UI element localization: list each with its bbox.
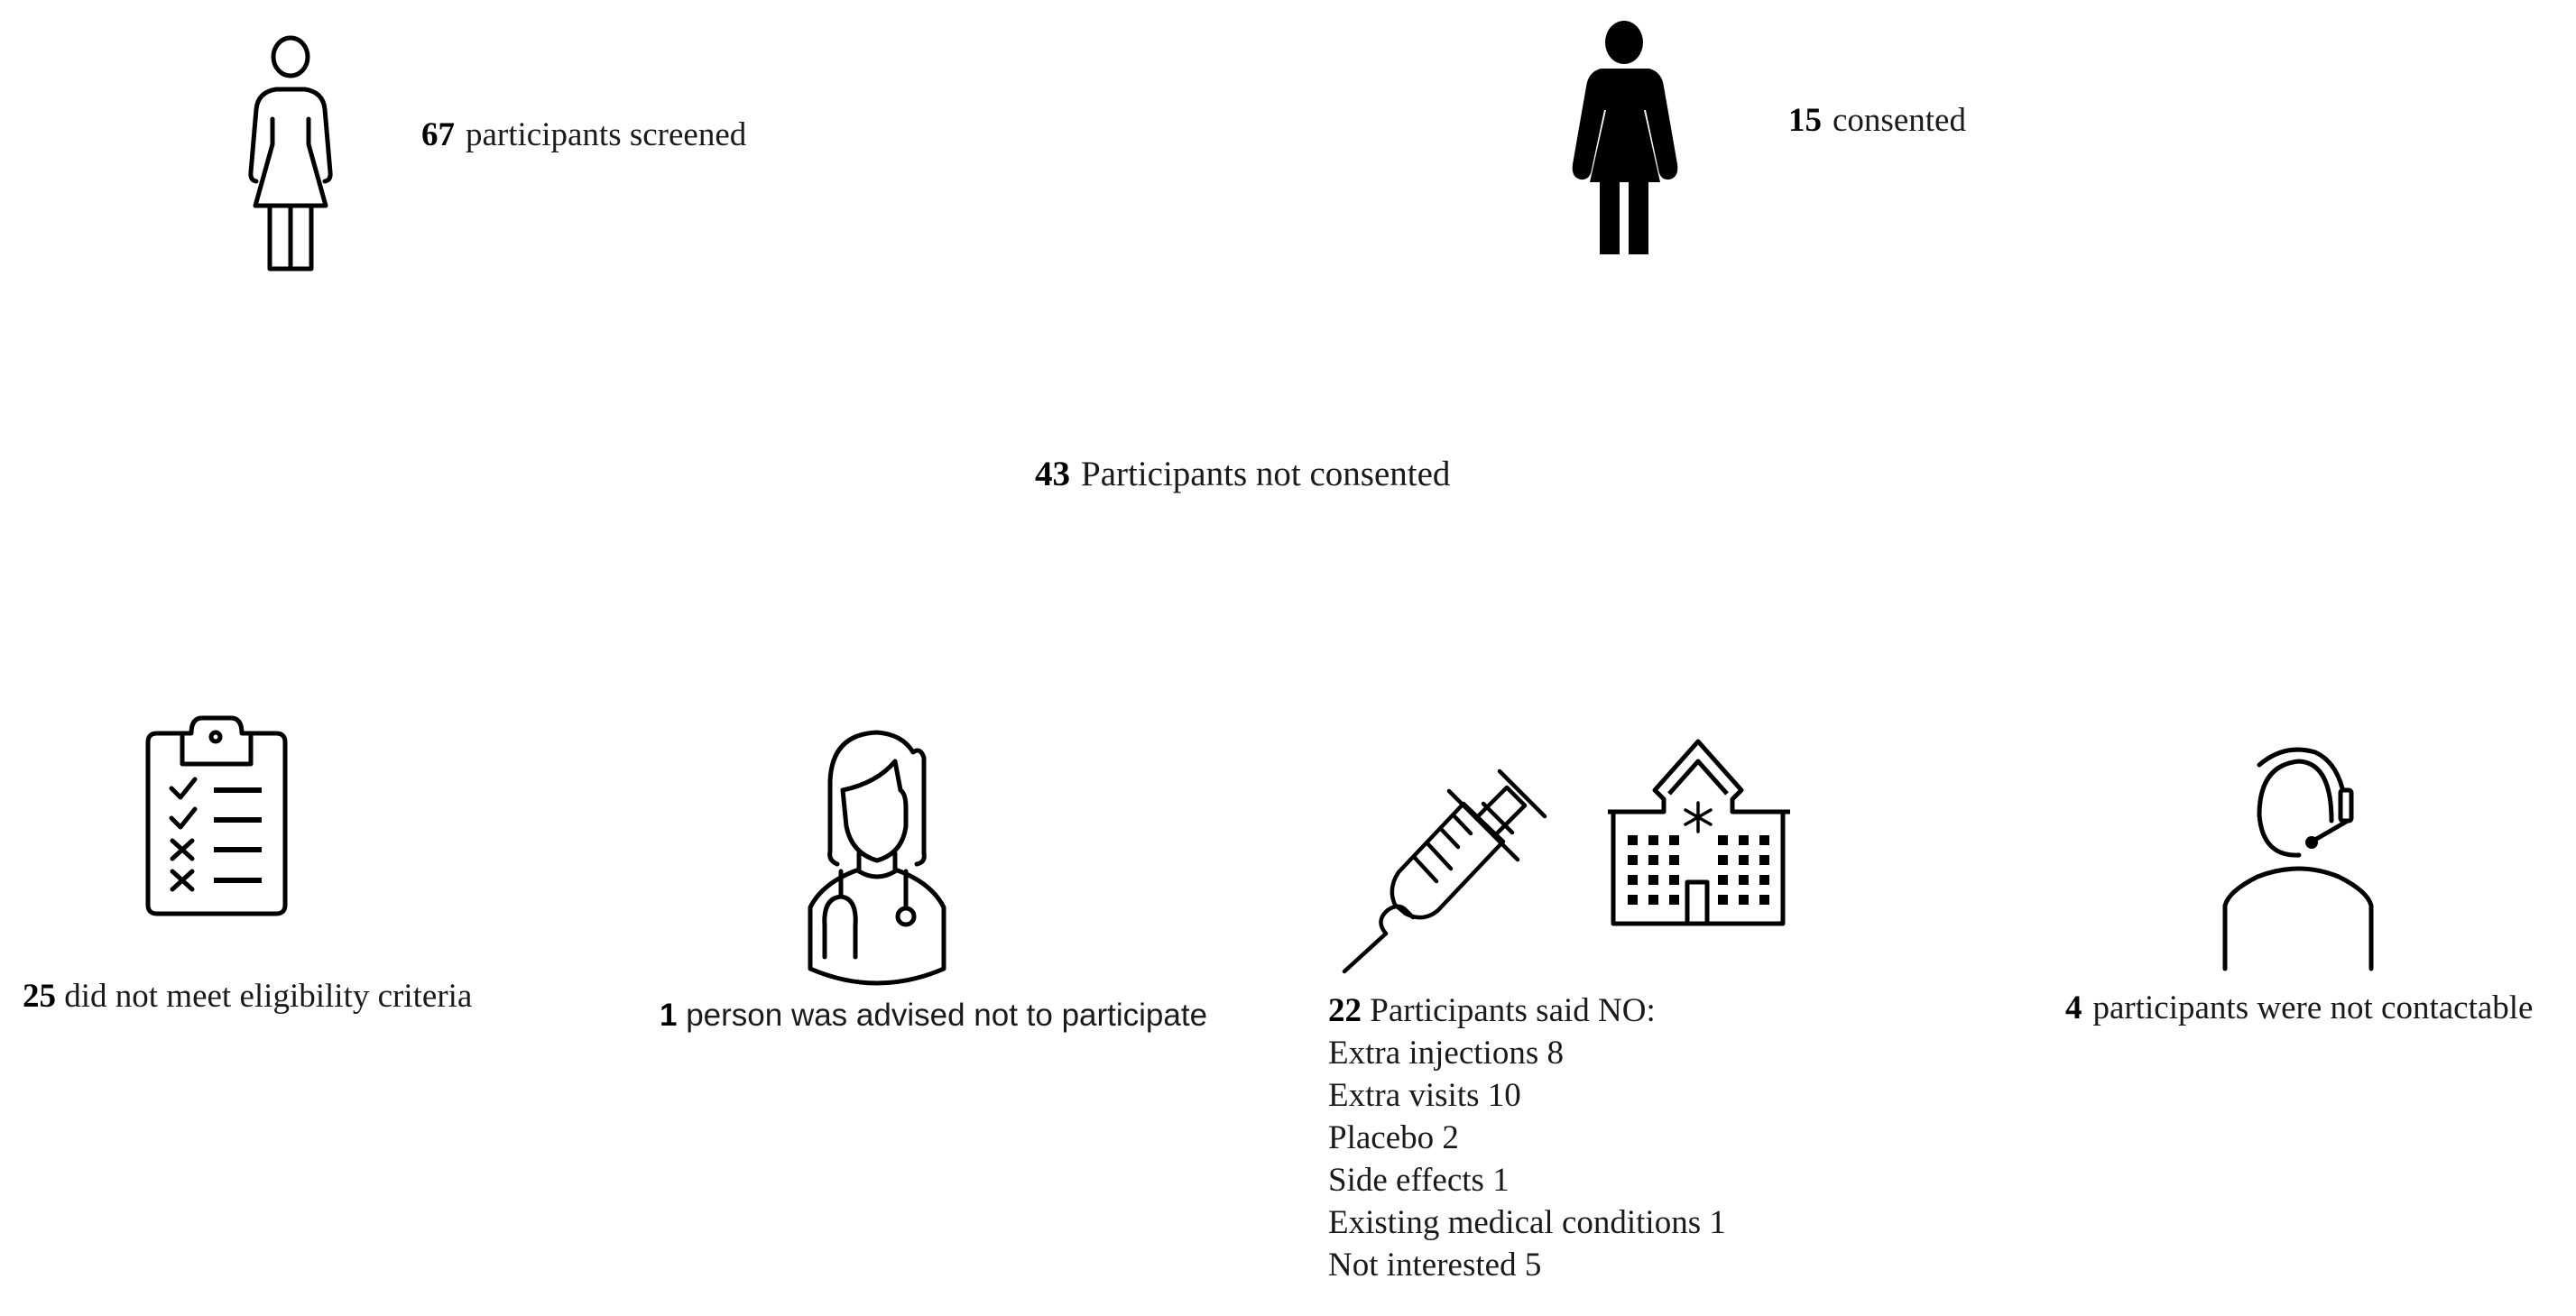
said-no-text: Participants said NO: (1370, 992, 1656, 1029)
not-consented-text: Participants not consented (1081, 455, 1451, 493)
not-contactable-text: participants were not contactable (2092, 989, 2534, 1026)
hospital-icon (1608, 739, 1790, 926)
eligibility-label: 25 did not meet eligibility criteria (23, 979, 472, 1015)
advised-node (805, 727, 949, 986)
advised-label: 1 person was advised not to participate (660, 998, 1207, 1034)
consented-text: consented (1833, 102, 1966, 139)
consented-count: 15 (1788, 102, 1822, 139)
doctor-icon (808, 730, 946, 986)
woman-outline-icon (248, 35, 333, 271)
not-consented-count: 43 (1035, 455, 1070, 493)
said-no-heading: 22 Participants said NO: (1328, 989, 1726, 1032)
eligibility-node (144, 714, 288, 918)
syringe-icon (1342, 768, 1547, 974)
breakdown-item: Extra visits 10 (1328, 1077, 1521, 1114)
said-no-count: 22 (1328, 992, 1362, 1029)
advised-count: 1 (660, 998, 678, 1033)
breakdown-item: Existing medical conditions 1 (1328, 1204, 1726, 1241)
not-contactable-node (2221, 743, 2375, 972)
breakdown-item: Extra injections 8 (1328, 1035, 1564, 1072)
eligibility-text: did not meet eligibility criteria (64, 978, 473, 1015)
consented-label: 15 consented (1788, 103, 1966, 139)
not-contactable-count: 4 (2065, 989, 2082, 1026)
screened-node (244, 32, 337, 272)
advised-text: person was advised not to participate (686, 998, 1208, 1033)
breakdown-item: Side effects 1 (1328, 1162, 1510, 1199)
screened-label: 67 participants screened (421, 117, 746, 153)
eligibility-count: 25 (23, 978, 56, 1015)
not-consented-label: 43 Participants not consented (1035, 456, 1450, 492)
woman-filled-icon (1572, 21, 1678, 254)
breakdown-item: Not interested 5 (1328, 1247, 1542, 1284)
headset-person-icon (2222, 747, 2374, 971)
breakdown-item: Placebo 2 (1328, 1119, 1459, 1156)
not-contactable-label: 4 participants were not contactable (2065, 990, 2533, 1026)
said-no-block: 22 Participants said NO: Extra injection… (1328, 989, 1726, 1286)
screened-count: 67 (421, 116, 455, 153)
consented-node (1570, 20, 1678, 256)
clipboard-checklist-icon (145, 715, 288, 916)
screened-text: participants screened (466, 116, 747, 153)
